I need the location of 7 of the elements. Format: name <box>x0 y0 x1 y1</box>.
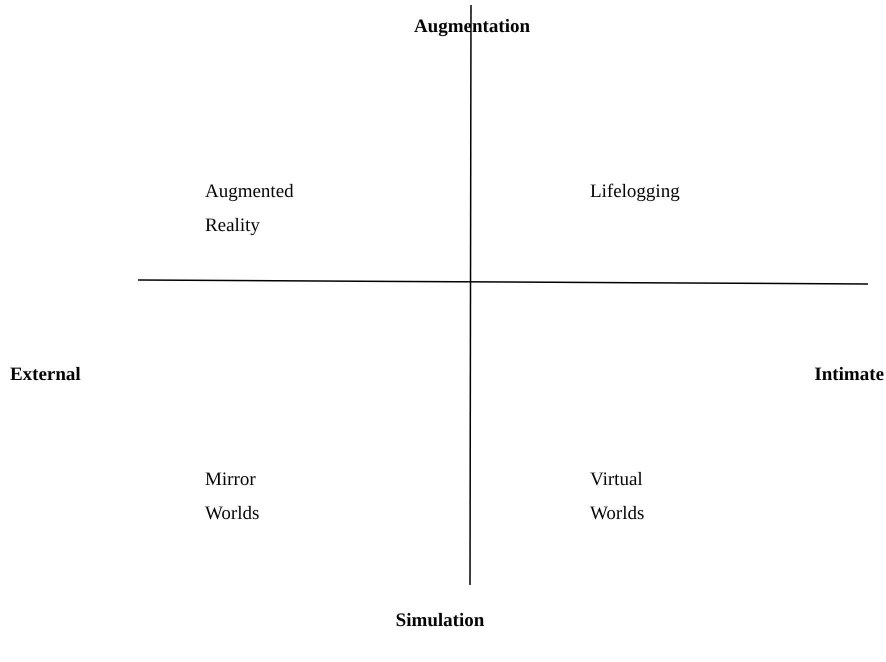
quadrant-label: Lifelogging <box>590 180 680 204</box>
quadrant-label: Virtual Worlds <box>590 468 646 526</box>
axis-label: Simulation <box>394 609 486 633</box>
axis-label: External <box>10 363 81 387</box>
quadrant-label: Mirror Worlds <box>205 468 260 526</box>
axis-label: Intimate <box>814 363 884 387</box>
quadrant-label: Augmented Reality <box>205 180 295 238</box>
